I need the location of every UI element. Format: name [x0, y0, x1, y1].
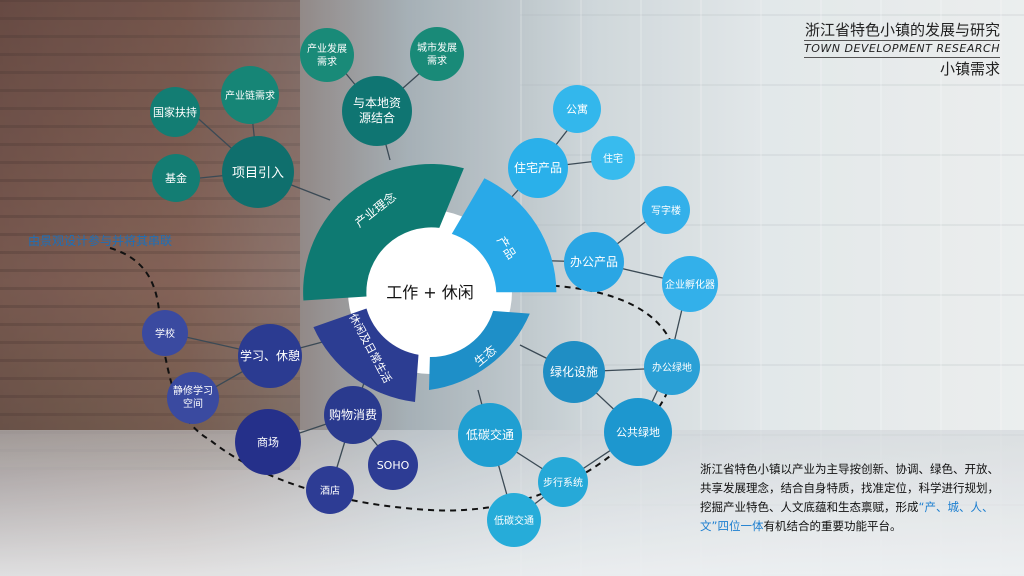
- svg-text:与本地资: 与本地资: [353, 96, 401, 110]
- svg-text:SOHO: SOHO: [377, 459, 410, 472]
- svg-text:需求: 需求: [317, 56, 337, 68]
- node-industry-chain: 产业链需求: [221, 66, 279, 124]
- segment-production: [451, 178, 557, 293]
- node-green-facilities: 绿化设施: [543, 341, 605, 403]
- svg-text:公共绿地: 公共绿地: [616, 425, 660, 439]
- svg-text:商场: 商场: [257, 435, 279, 449]
- node-hotel: 酒店: [306, 466, 354, 514]
- center-label: 工作 + 休闲: [386, 283, 474, 302]
- node-city-demand: 城市发展 需求: [410, 27, 464, 81]
- node-fund: 基金: [152, 154, 200, 202]
- node-local-resources: 与本地资 源结合: [342, 76, 412, 146]
- node-office-building: 写字楼: [642, 186, 690, 234]
- svg-text:城市发展: 城市发展: [417, 41, 457, 54]
- svg-text:住宅产品: 住宅产品: [514, 160, 562, 175]
- section-title: 小镇需求: [939, 60, 1000, 78]
- svg-text:项目引入: 项目引入: [232, 166, 284, 181]
- svg-text:学校: 学校: [155, 327, 175, 340]
- node-office-green: 办公绿地: [644, 339, 700, 395]
- description-part1: 浙江省特色小镇以产业为主导按创新、协调、绿色、开放、共享发展理念，结合自身特质，…: [700, 462, 999, 514]
- svg-text:低碳交通: 低碳交通: [494, 514, 534, 527]
- node-apartment: 公寓: [553, 85, 601, 133]
- node-project-intro: 项目引入: [222, 136, 294, 208]
- node-residential-product: 住宅产品: [508, 138, 568, 198]
- node-soho: SOHO: [368, 440, 418, 490]
- description-text: 浙江省特色小镇以产业为主导按创新、协调、绿色、开放、共享发展理念，结合自身特质，…: [700, 460, 1010, 536]
- node-industry-demand: 产业发展 需求: [300, 28, 354, 82]
- svg-text:产业链需求: 产业链需求: [225, 89, 275, 102]
- title-block: 浙江省特色小镇的发展与研究 TOWN DEVELOPMENT RESEARCH …: [804, 20, 1000, 80]
- svg-text:绿化设施: 绿化设施: [550, 364, 598, 379]
- node-public-green: 公共绿地: [604, 398, 672, 466]
- svg-text:写字楼: 写字楼: [651, 204, 681, 217]
- description-part2: 有机结合的重要功能平台。: [763, 519, 902, 533]
- node-national-support: 国家扶持: [150, 87, 200, 137]
- node-quiet-study: 静修学习 空间: [167, 372, 219, 424]
- svg-text:空间: 空间: [183, 397, 203, 410]
- svg-text:办公绿地: 办公绿地: [652, 361, 692, 374]
- landscape-callout: 由景观设计参与并将其串联: [28, 234, 173, 248]
- node-incubator: 企业孵化器: [662, 256, 718, 312]
- node-shopping: 购物消费: [324, 386, 382, 444]
- page-title: 浙江省特色小镇的发展与研究: [804, 21, 1000, 39]
- center-hub: [348, 210, 512, 374]
- node-study-rest: 学习、休憩: [238, 324, 302, 388]
- svg-text:学习、休憩: 学习、休憩: [240, 348, 300, 363]
- svg-text:酒店: 酒店: [320, 484, 340, 497]
- page-subtitle-en: TOWN DEVELOPMENT RESEARCH: [804, 40, 1000, 58]
- svg-text:需求: 需求: [427, 55, 447, 67]
- svg-text:企业孵化器: 企业孵化器: [665, 278, 715, 291]
- node-low-carbon-transport: 低碳交通: [458, 403, 522, 467]
- svg-text:源结合: 源结合: [359, 110, 395, 125]
- node-housing: 住宅: [591, 136, 635, 180]
- segment-lifestyle: [313, 308, 419, 402]
- svg-text:基金: 基金: [165, 171, 187, 185]
- description-highlight: “产、城、人、文”四位一体: [700, 500, 994, 533]
- node-walking-system: 步行系统: [538, 457, 588, 507]
- segment-ecology: [429, 310, 530, 390]
- svg-text:低碳交通: 低碳交通: [466, 427, 514, 442]
- svg-text:静修学习: 静修学习: [173, 384, 213, 397]
- segment-industry: [303, 164, 464, 301]
- node-school: 学校: [142, 310, 188, 356]
- node-office-product: 办公产品: [564, 232, 624, 292]
- svg-text:办公产品: 办公产品: [570, 254, 618, 269]
- svg-text:国家扶持: 国家扶持: [153, 105, 197, 119]
- svg-text:产业发展: 产业发展: [307, 42, 347, 55]
- svg-text:步行系统: 步行系统: [543, 476, 583, 489]
- svg-text:购物消费: 购物消费: [329, 407, 377, 422]
- node-mall: 商场: [235, 409, 301, 475]
- node-low-carbon-small: 低碳交通: [487, 493, 541, 547]
- svg-text:公寓: 公寓: [566, 102, 588, 116]
- svg-text:住宅: 住宅: [603, 152, 623, 165]
